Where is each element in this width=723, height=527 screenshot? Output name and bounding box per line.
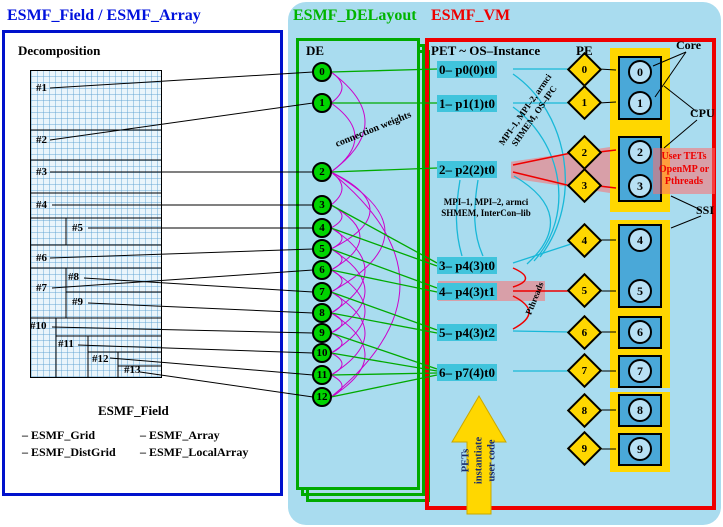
de-node-9: 9 [312,323,332,343]
de-node-10: 10 [312,343,332,363]
grid-label-5: #5 [72,222,83,234]
core-circle-7: 7 [628,359,652,383]
footer-item-grid: – ESMF_Grid [22,428,96,442]
core-circle-0: 0 [628,60,652,84]
pet-entry-1: 1– p1(1)t0 [437,95,497,112]
grid-label-2: #2 [36,134,47,146]
decomposition-label: Decomposition [18,43,101,58]
de-node-5: 5 [312,239,332,259]
de-node-0: 0 [312,62,332,82]
core-circle-6: 6 [628,320,652,344]
de-node-11: 11 [312,365,332,385]
core-circle-3: 3 [628,174,652,198]
core-circle-1: 1 [628,91,652,115]
decomposition-grid [30,70,162,378]
grid-label-6: #6 [36,252,47,264]
footer-item-array: – ESMF_Array [140,428,220,442]
core-circle-4: 4 [628,228,652,252]
de-node-12: 12 [312,387,332,407]
core-circle-2: 2 [628,140,652,164]
de-node-6: 6 [312,260,332,280]
pet-entry-3: 3– p4(3)t0 [437,257,497,274]
de-node-2: 2 [312,162,332,182]
grid-label-13: #13 [124,364,141,376]
grid-label-10: #10 [30,320,47,332]
de-node-4: 4 [312,218,332,238]
footer-item-localarray: – ESMF_LocalArray [140,445,249,459]
grid-label-11: #11 [58,338,74,350]
grid-label-1: #1 [36,82,47,94]
grid-label-8: #8 [68,271,79,283]
core-circle-8: 8 [628,398,652,422]
pet-entry-4: 4– p4(3)t1 [437,283,497,300]
vm-title: ESMF_VM [431,7,511,24]
core-label: Core [676,38,702,52]
de-node-8: 8 [312,303,332,323]
de-node-1: 1 [312,93,332,113]
de-header: DE [306,43,325,58]
de-node-3: 3 [312,195,332,215]
ssi-label: SSI [696,203,715,217]
pet-entry-6: 6– p7(4)t0 [437,364,497,381]
grid-label-12: #12 [92,353,109,365]
grid-label-9: #9 [72,296,83,308]
user-tets-highlight-patch [653,148,715,194]
pet-entry-0: 0– p0(0)t0 [437,61,497,78]
cpu-label: CPU [690,106,715,120]
pet-entry-2: 2– p2(2)t0 [437,161,497,178]
de-node-7: 7 [312,282,332,302]
delayout-title: ESMF_DELayout [293,7,417,24]
grid-label-4: #4 [36,199,47,211]
pet-os-instance-header: PET ~ OS–Instance [431,43,541,58]
esmf-field-footer-title: ESMF_Field [98,403,169,418]
grid-label-7: #7 [36,282,47,294]
core-circle-5: 5 [628,279,652,303]
grid-label-3: #3 [36,166,47,178]
field-array-title: ESMF_Field / ESMF_Array [7,7,201,24]
core-circle-9: 9 [628,437,652,461]
pe-header: PE [576,43,593,58]
footer-item-distgrid: – ESMF_DistGrid [22,445,116,459]
pet-entry-5: 5– p4(3)t2 [437,324,497,341]
